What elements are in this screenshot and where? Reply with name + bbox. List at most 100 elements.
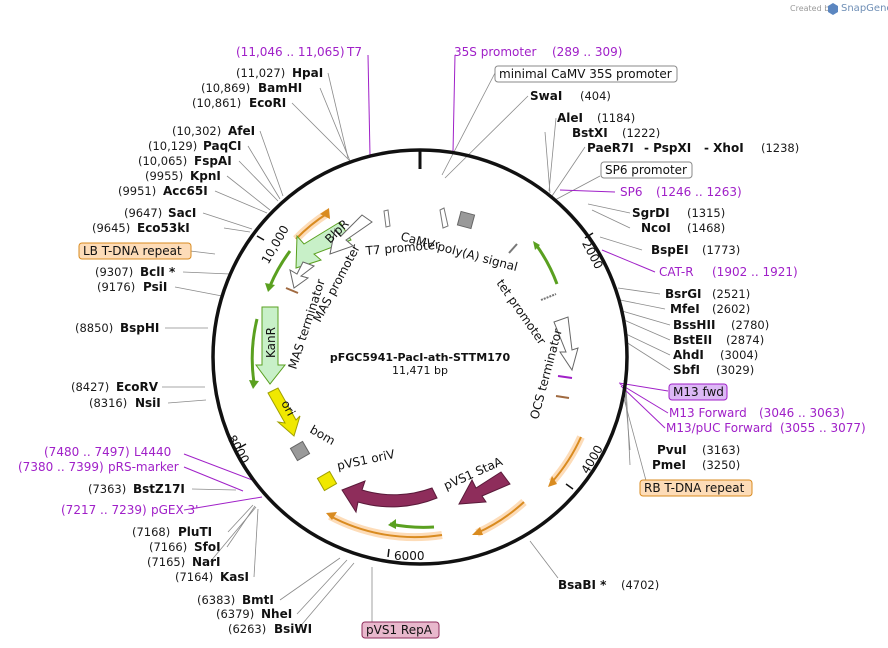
enzyme-bmti-pos: (6383) xyxy=(197,593,235,607)
enzyme-acc65i-pos: (9951) xyxy=(118,184,156,198)
tick-marks xyxy=(238,232,594,558)
enzyme-hpai: HpaI xyxy=(292,66,323,80)
enzyme-sfoi-pos: (7166) xyxy=(149,540,187,554)
feature-tick-a xyxy=(508,243,518,254)
enzyme-bamhi-pos: (10,869) xyxy=(201,81,250,95)
enzyme-bamhi: BamHI xyxy=(258,81,302,95)
primer-35s: 35S promoter xyxy=(454,45,536,59)
primer-t7-range: (11,046 .. 11,065) xyxy=(236,45,345,59)
enzyme-pluti-pos: (7168) xyxy=(132,525,170,539)
backbone-circle xyxy=(211,148,629,566)
label-t7-promoter: T7 promoter xyxy=(364,238,440,259)
box-m13-fwd: M13 fwd xyxy=(668,383,728,401)
enzyme-swai: SwaI xyxy=(530,89,562,103)
enzyme-eco53ki-pos: (9645) xyxy=(92,221,130,235)
enzyme-ársshii: BssHII xyxy=(673,318,715,332)
enzyme-ncoi: NcoI xyxy=(641,221,671,235)
enzyme-ecori-pos: (10,861) xyxy=(192,96,241,110)
svg-text:pVS1 RepA: pVS1 RepA xyxy=(366,623,433,637)
enzyme-pvui: PvuI xyxy=(657,443,687,457)
enzyme-fspai: FspAI xyxy=(194,154,232,168)
primer-m13puc-range: (3055 .. 3077) xyxy=(780,421,866,435)
enzyme-sgrdi: SgrDI xyxy=(632,206,670,220)
enzyme-psii: PsiI xyxy=(143,280,167,294)
enzyme-afei: AfeI xyxy=(228,124,255,138)
enzyme-ecorv-pos: (8427) xyxy=(71,380,109,394)
enzyme-hpai-pos: (11,027) xyxy=(236,66,285,80)
primer-sp6: SP6 xyxy=(620,185,643,199)
feature-mas-promoter xyxy=(329,214,373,255)
primer-t7: T7 xyxy=(346,45,362,59)
feature-small-arrow-2 xyxy=(383,209,391,228)
svg-text:M13 fwd: M13 fwd xyxy=(673,385,724,399)
enzyme-bsabi: BsaBI * xyxy=(558,578,607,592)
snapgene-logo-icon xyxy=(828,3,838,15)
tick-10000: 10,000 xyxy=(259,223,292,266)
enzyme-alei: AleI xyxy=(557,111,583,125)
left-enzyme-labels: (11,027) HpaI (10,869) BamHI (10,861) Ec… xyxy=(71,66,323,636)
primer-m13puc: M13/pUC Forward xyxy=(666,421,773,435)
tick-8000: 8000 xyxy=(225,433,252,466)
enzyme-pluti: PluTI xyxy=(178,525,212,539)
enzyme-bstz17i: BstZ17I xyxy=(133,482,185,496)
right-enzyme-labels: SwaI (404) AleI (1184) BstXI (1222) PaeR… xyxy=(530,89,799,592)
enzyme-pvui-pos: (3163) xyxy=(702,443,740,457)
feature-tick-e xyxy=(557,375,573,379)
enzyme-nari: NarI xyxy=(192,555,221,569)
feature-ocs-terminator xyxy=(553,316,579,372)
enzyme-nari-pos: (7165) xyxy=(147,555,185,569)
enzyme-nsii-pos: (8316) xyxy=(89,396,127,410)
box-sp6-promoter: SP6 promoter xyxy=(600,161,693,179)
enzyme-psii-pos: (9176) xyxy=(97,280,135,294)
label-kanr: KanR xyxy=(264,327,278,358)
enzyme-bspei-pos: (1773) xyxy=(702,243,740,257)
enzyme-ahdi: AhdI xyxy=(673,348,704,362)
primer-pgex: pGEX 3' xyxy=(151,503,198,517)
enzyme-bsiwi-pos: (6263) xyxy=(228,622,266,636)
feature-ori xyxy=(267,387,301,437)
primer-prs-range: (7380 .. 7399) xyxy=(18,460,104,474)
enzyme-nsii: NsiI xyxy=(135,396,161,410)
enzyme-sbfi: SbfI xyxy=(673,363,700,377)
feature-mas-terminator xyxy=(289,261,316,289)
label-bom: bom xyxy=(308,422,338,447)
enzyme-ncoi-pos: (1468) xyxy=(687,221,725,235)
enzyme-bsshii-pos: (2780) xyxy=(731,318,769,332)
primer-connectors xyxy=(183,54,669,511)
feature-tick-c xyxy=(285,287,299,294)
connector-lines xyxy=(162,72,671,630)
primer-l4440: L4440 xyxy=(134,445,171,459)
enzyme-ecori: EcoRI xyxy=(249,96,286,110)
enzyme-bsabi-pos: (4702) xyxy=(621,578,659,592)
primer-prs: pRS-marker xyxy=(108,460,179,474)
enzyme-paqci-pos: (10,129) xyxy=(148,139,197,153)
enzyme-acc65i: Acc65I xyxy=(163,184,208,198)
enzyme-bsteii-pos: (2874) xyxy=(726,333,764,347)
feature-bom xyxy=(289,440,311,462)
box-minimal-camv: minimal CaMV 35S promoter xyxy=(494,65,678,83)
enzyme-nhei-pos: (6379) xyxy=(216,607,254,621)
enzyme-xhoi: - XhoI xyxy=(704,141,744,155)
enzyme-kpni-pos: (9955) xyxy=(145,169,183,183)
primer-labels: (11,046 .. 11,065) T7 35S promoter (289 … xyxy=(18,45,866,517)
enzyme-nhei: NheI xyxy=(261,607,292,621)
label-pvs1-oriv: pVS1 oriV xyxy=(336,447,397,473)
enzyme-saci: SacI xyxy=(168,206,196,220)
feature-small-arrow-1 xyxy=(439,207,449,229)
svg-text:SP6 promoter: SP6 promoter xyxy=(605,163,687,177)
enzyme-kasi-pos: (7164) xyxy=(175,570,213,584)
credit-text: Created by xyxy=(790,4,834,13)
enzyme-sgrdi-pos: (1315) xyxy=(687,206,725,220)
feature-camv-polya-box xyxy=(456,210,476,230)
enzyme-pspxi: - PspXI xyxy=(644,141,691,155)
plasmid-name: pFGC5941-PacI-ath-STTM170 xyxy=(330,351,511,364)
svg-text:LB T-DNA repeat: LB T-DNA repeat xyxy=(83,244,182,258)
box-lb-tdna: LB T-DNA repeat xyxy=(78,242,192,260)
feature-pvs1-staa xyxy=(458,471,511,505)
enzyme-bsrgi-pos: (2521) xyxy=(712,287,750,301)
enzyme-sbfi-pos: (3029) xyxy=(716,363,754,377)
svg-text:minimal CaMV 35S promoter: minimal CaMV 35S promoter xyxy=(499,67,672,81)
label-ori: ori xyxy=(278,398,298,418)
box-rb-tdna: RB T-DNA repeat xyxy=(639,479,753,497)
